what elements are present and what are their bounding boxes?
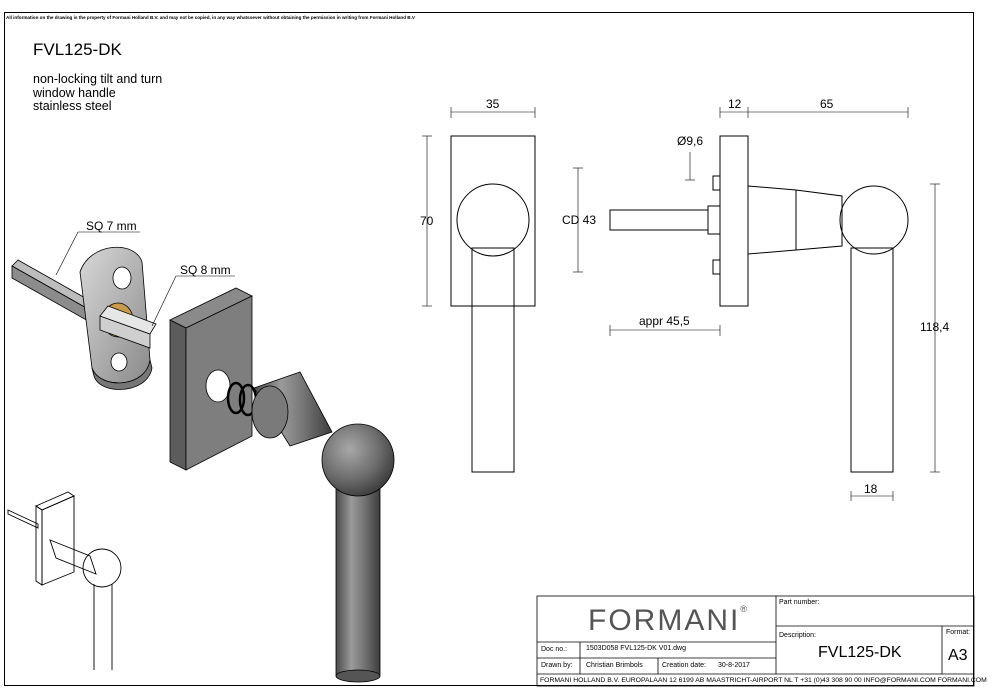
product-title: FVL125-DK	[33, 40, 122, 59]
title-block-grid	[536, 595, 975, 687]
doc-no-value: 1503D058 FVL125-DK V01.dwg	[586, 645, 687, 652]
handle-ball	[321, 423, 395, 497]
product-description: non-locking tilt and turn window handle …	[33, 72, 163, 114]
o-ring	[226, 381, 246, 415]
drawing-frame	[4, 12, 974, 686]
company-footer: FORMANI HOLLAND B.V. EUROPALAAN 12 6199 …	[540, 677, 987, 684]
side-view	[609, 135, 909, 473]
drawn-by-label: Drawn by:	[541, 662, 573, 669]
dim-front-height: 70	[420, 214, 434, 228]
formani-logo: FORMANI®	[588, 604, 749, 637]
side-dimensions	[573, 107, 940, 501]
dim-lever-width: 18	[864, 482, 878, 496]
dim-total-height: 118,4	[920, 320, 950, 334]
drawn-by-value: Christian Brimbols	[586, 662, 643, 669]
format-value: A3	[948, 647, 968, 664]
dim-center-distance: CD 43	[562, 213, 597, 227]
part-number-label: Part number:	[779, 599, 820, 606]
dim-spindle-hole: Ø9,6	[677, 134, 704, 148]
description-value: FVL125-DK	[818, 644, 902, 661]
handle-lever	[335, 461, 381, 677]
creation-date-label: Creation date:	[662, 662, 706, 669]
description-line: stainless steel	[33, 99, 112, 113]
description-label: Description:	[779, 632, 816, 639]
dim-side-projection: 65	[820, 97, 834, 111]
thumbnail-view	[7, 491, 122, 670]
format-label: Format:	[946, 629, 971, 636]
dim-front-width: 35	[486, 97, 500, 111]
doc-no-label: Doc no.:	[541, 646, 568, 653]
description-line: non-locking tilt and turn	[33, 72, 163, 86]
exploded-view	[11, 231, 395, 683]
description-line: window handle	[33, 85, 116, 100]
disclaimer-text: All information on the drawing is the pr…	[6, 15, 415, 20]
creation-date-value: 30-8-2017	[718, 662, 750, 669]
dim-side-rose: 12	[728, 97, 742, 111]
callout-sq8: SQ 8 mm	[180, 263, 231, 277]
screw-hole	[112, 266, 132, 290]
callout-sq7: SQ 7 mm	[86, 219, 137, 233]
dim-spindle-length: appr 45,5	[639, 314, 690, 328]
front-view	[450, 135, 536, 473]
screw-hole	[110, 352, 128, 372]
front-dimensions	[422, 107, 536, 307]
